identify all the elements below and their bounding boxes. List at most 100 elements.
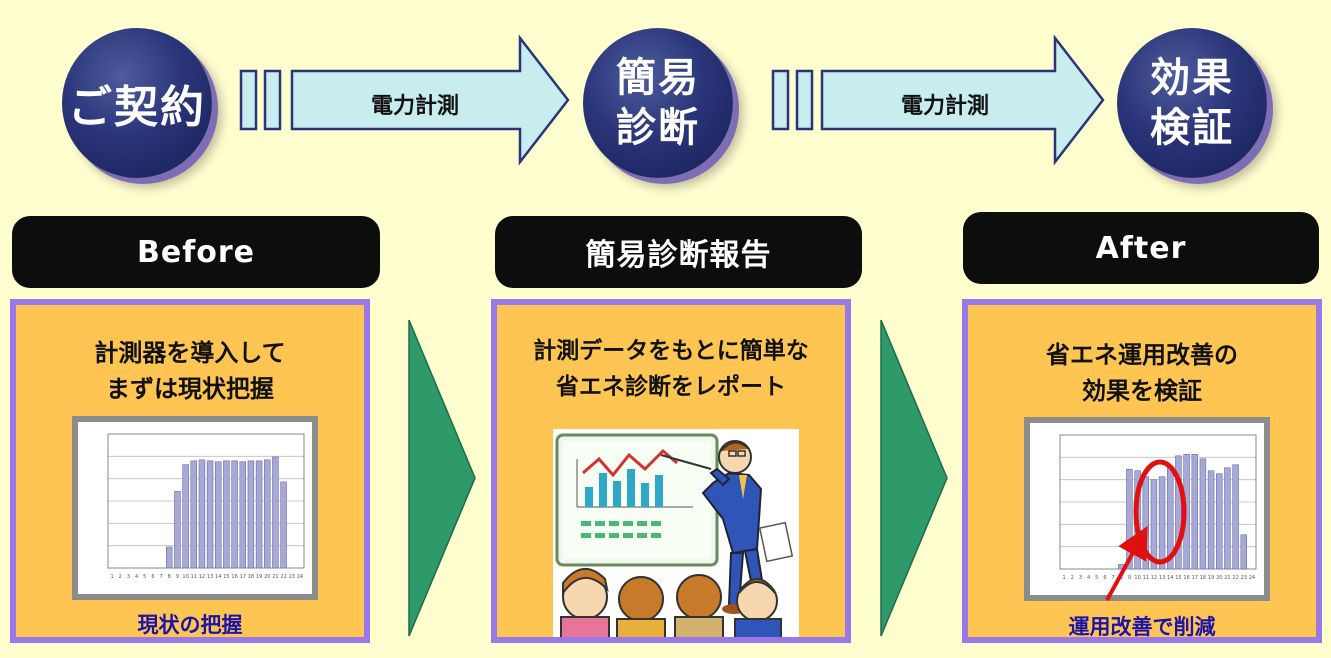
spacer-bar xyxy=(771,69,790,131)
step-verification-label: 効果 検証 xyxy=(1150,55,1234,151)
chart-tick-label: 24 xyxy=(1249,575,1255,581)
chart-tick-label: 7 xyxy=(159,574,162,580)
chart-bar xyxy=(239,461,246,569)
chart-tick-label: 22 xyxy=(280,574,286,580)
chart-bar xyxy=(1118,564,1125,570)
chart-bar xyxy=(1150,479,1158,570)
chart-tick-label: 23 xyxy=(289,574,295,580)
chart-bar xyxy=(206,460,214,569)
chart-tick-label: 8 xyxy=(1120,575,1123,581)
chart-tick-label: 16 xyxy=(231,574,237,580)
chevron-right-icon xyxy=(880,319,948,637)
chart-tick-label: 8 xyxy=(168,574,171,580)
panel-after-caption: 運用改善で削減 xyxy=(1068,615,1216,639)
chart-bar xyxy=(1199,458,1207,570)
chart-tick-label: 9 xyxy=(1128,575,1131,581)
chart-bar xyxy=(1207,470,1215,570)
chart-bar xyxy=(1183,454,1190,570)
chart-tick-label: 23 xyxy=(1241,575,1247,581)
step-contract-label: ご契約 xyxy=(68,82,206,133)
step-contract-circle: ご契約 xyxy=(62,28,212,178)
chart-bar xyxy=(1232,464,1239,570)
chart-tick-label: 6 xyxy=(151,574,154,580)
chart-tick-label: 22 xyxy=(1232,575,1238,581)
chart-tick-label: 21 xyxy=(272,574,278,580)
header-after: After xyxy=(963,212,1319,284)
chart-bar xyxy=(174,491,181,569)
chart-bar xyxy=(1142,476,1149,570)
presentation-illustration xyxy=(553,429,799,640)
chart-tick-label: 11 xyxy=(191,574,197,580)
chart-bar xyxy=(223,460,230,569)
chart-tick-label: 18 xyxy=(1200,575,1206,581)
panel-after-title: 省エネ運用改善の 効果を検証 xyxy=(1046,341,1238,405)
chart-tick-label: 16 xyxy=(1183,575,1189,581)
chart-bar xyxy=(1167,467,1174,570)
presenter-illustration-svg xyxy=(555,433,794,640)
chart-bar xyxy=(247,460,255,569)
chart-bar xyxy=(1175,455,1182,570)
chart-bar xyxy=(190,460,197,569)
chart-bar xyxy=(1134,470,1141,570)
chart-tick-label: 5 xyxy=(143,574,146,580)
chart-tick-label: 24 xyxy=(297,574,303,580)
chart-tick-label: 21 xyxy=(1224,575,1230,581)
chart-tick-label: 7 xyxy=(1111,575,1114,581)
panel-before-caption: 現状の把握 xyxy=(137,613,243,637)
chart-bar xyxy=(1224,467,1231,570)
chart-tick-label: 18 xyxy=(248,574,254,580)
chart-plot-area xyxy=(1059,434,1257,570)
chart-bar xyxy=(166,546,173,569)
header-before: Before xyxy=(12,216,380,288)
chart-tick-label: 1 xyxy=(110,574,113,580)
chart-tick-label: 3 xyxy=(1079,575,1082,581)
chart-bar xyxy=(1191,454,1198,570)
chart-tick-label: 6 xyxy=(1103,575,1106,581)
chart-tick-label: 4 xyxy=(135,574,138,580)
chart-bar xyxy=(272,456,279,569)
chart-tick-label: 9 xyxy=(176,574,179,580)
header-diagnosis-report: 簡易診断報告 xyxy=(495,216,862,288)
chart-tick-label: 20 xyxy=(264,574,270,580)
chart-bar xyxy=(255,460,263,569)
panel-diagnosis: 計測データをもとに簡単な 省エネ診断をレポート xyxy=(491,299,851,643)
chart-tick-label: 15 xyxy=(223,574,229,580)
chart-bar xyxy=(215,461,222,569)
chart-tick-label: 19 xyxy=(256,574,262,580)
panel-diagnosis-title: 計測データをもとに簡単な 省エネ診断をレポート xyxy=(533,338,809,400)
chevron-right-icon xyxy=(408,319,476,637)
spacer-bar xyxy=(795,69,814,131)
arrow-label-measurement-2: 電力計測 xyxy=(900,94,989,119)
chart-tick-label: 15 xyxy=(1175,575,1181,581)
chart-bar xyxy=(231,460,238,569)
spacer-bar xyxy=(263,69,282,131)
chart-bar xyxy=(198,459,206,569)
chart-bar xyxy=(1216,473,1223,570)
chart-bar xyxy=(1240,534,1247,570)
chart-tick-label: 2 xyxy=(119,574,122,580)
chart-plot-area xyxy=(107,433,305,569)
chart-tick-label: 3 xyxy=(127,574,130,580)
chart-tick-label: 13 xyxy=(207,574,213,580)
chart-tick-label: 14 xyxy=(1167,575,1173,581)
chart-tick-label: 5 xyxy=(1095,575,1098,581)
step-diagnosis-label: 簡易 診断 xyxy=(616,55,700,151)
chart-tick-label: 4 xyxy=(1087,575,1090,581)
chart-bar xyxy=(264,459,271,569)
spacer-bar xyxy=(239,69,258,131)
chart-tick-label: 10 xyxy=(182,574,188,580)
chart-tick-label: 11 xyxy=(1143,575,1149,581)
chart-tick-label: 12 xyxy=(199,574,205,580)
step-diagnosis-circle: 簡易 診断 xyxy=(583,28,733,178)
chart-bar xyxy=(1158,476,1166,570)
chart-tick-label: 1 xyxy=(1062,575,1065,581)
chart-tick-label: 2 xyxy=(1071,575,1074,581)
chart-tick-label: 17 xyxy=(1192,575,1198,581)
chart-tick-label: 19 xyxy=(1208,575,1214,581)
step-verification-circle: 効果 検証 xyxy=(1117,28,1267,178)
